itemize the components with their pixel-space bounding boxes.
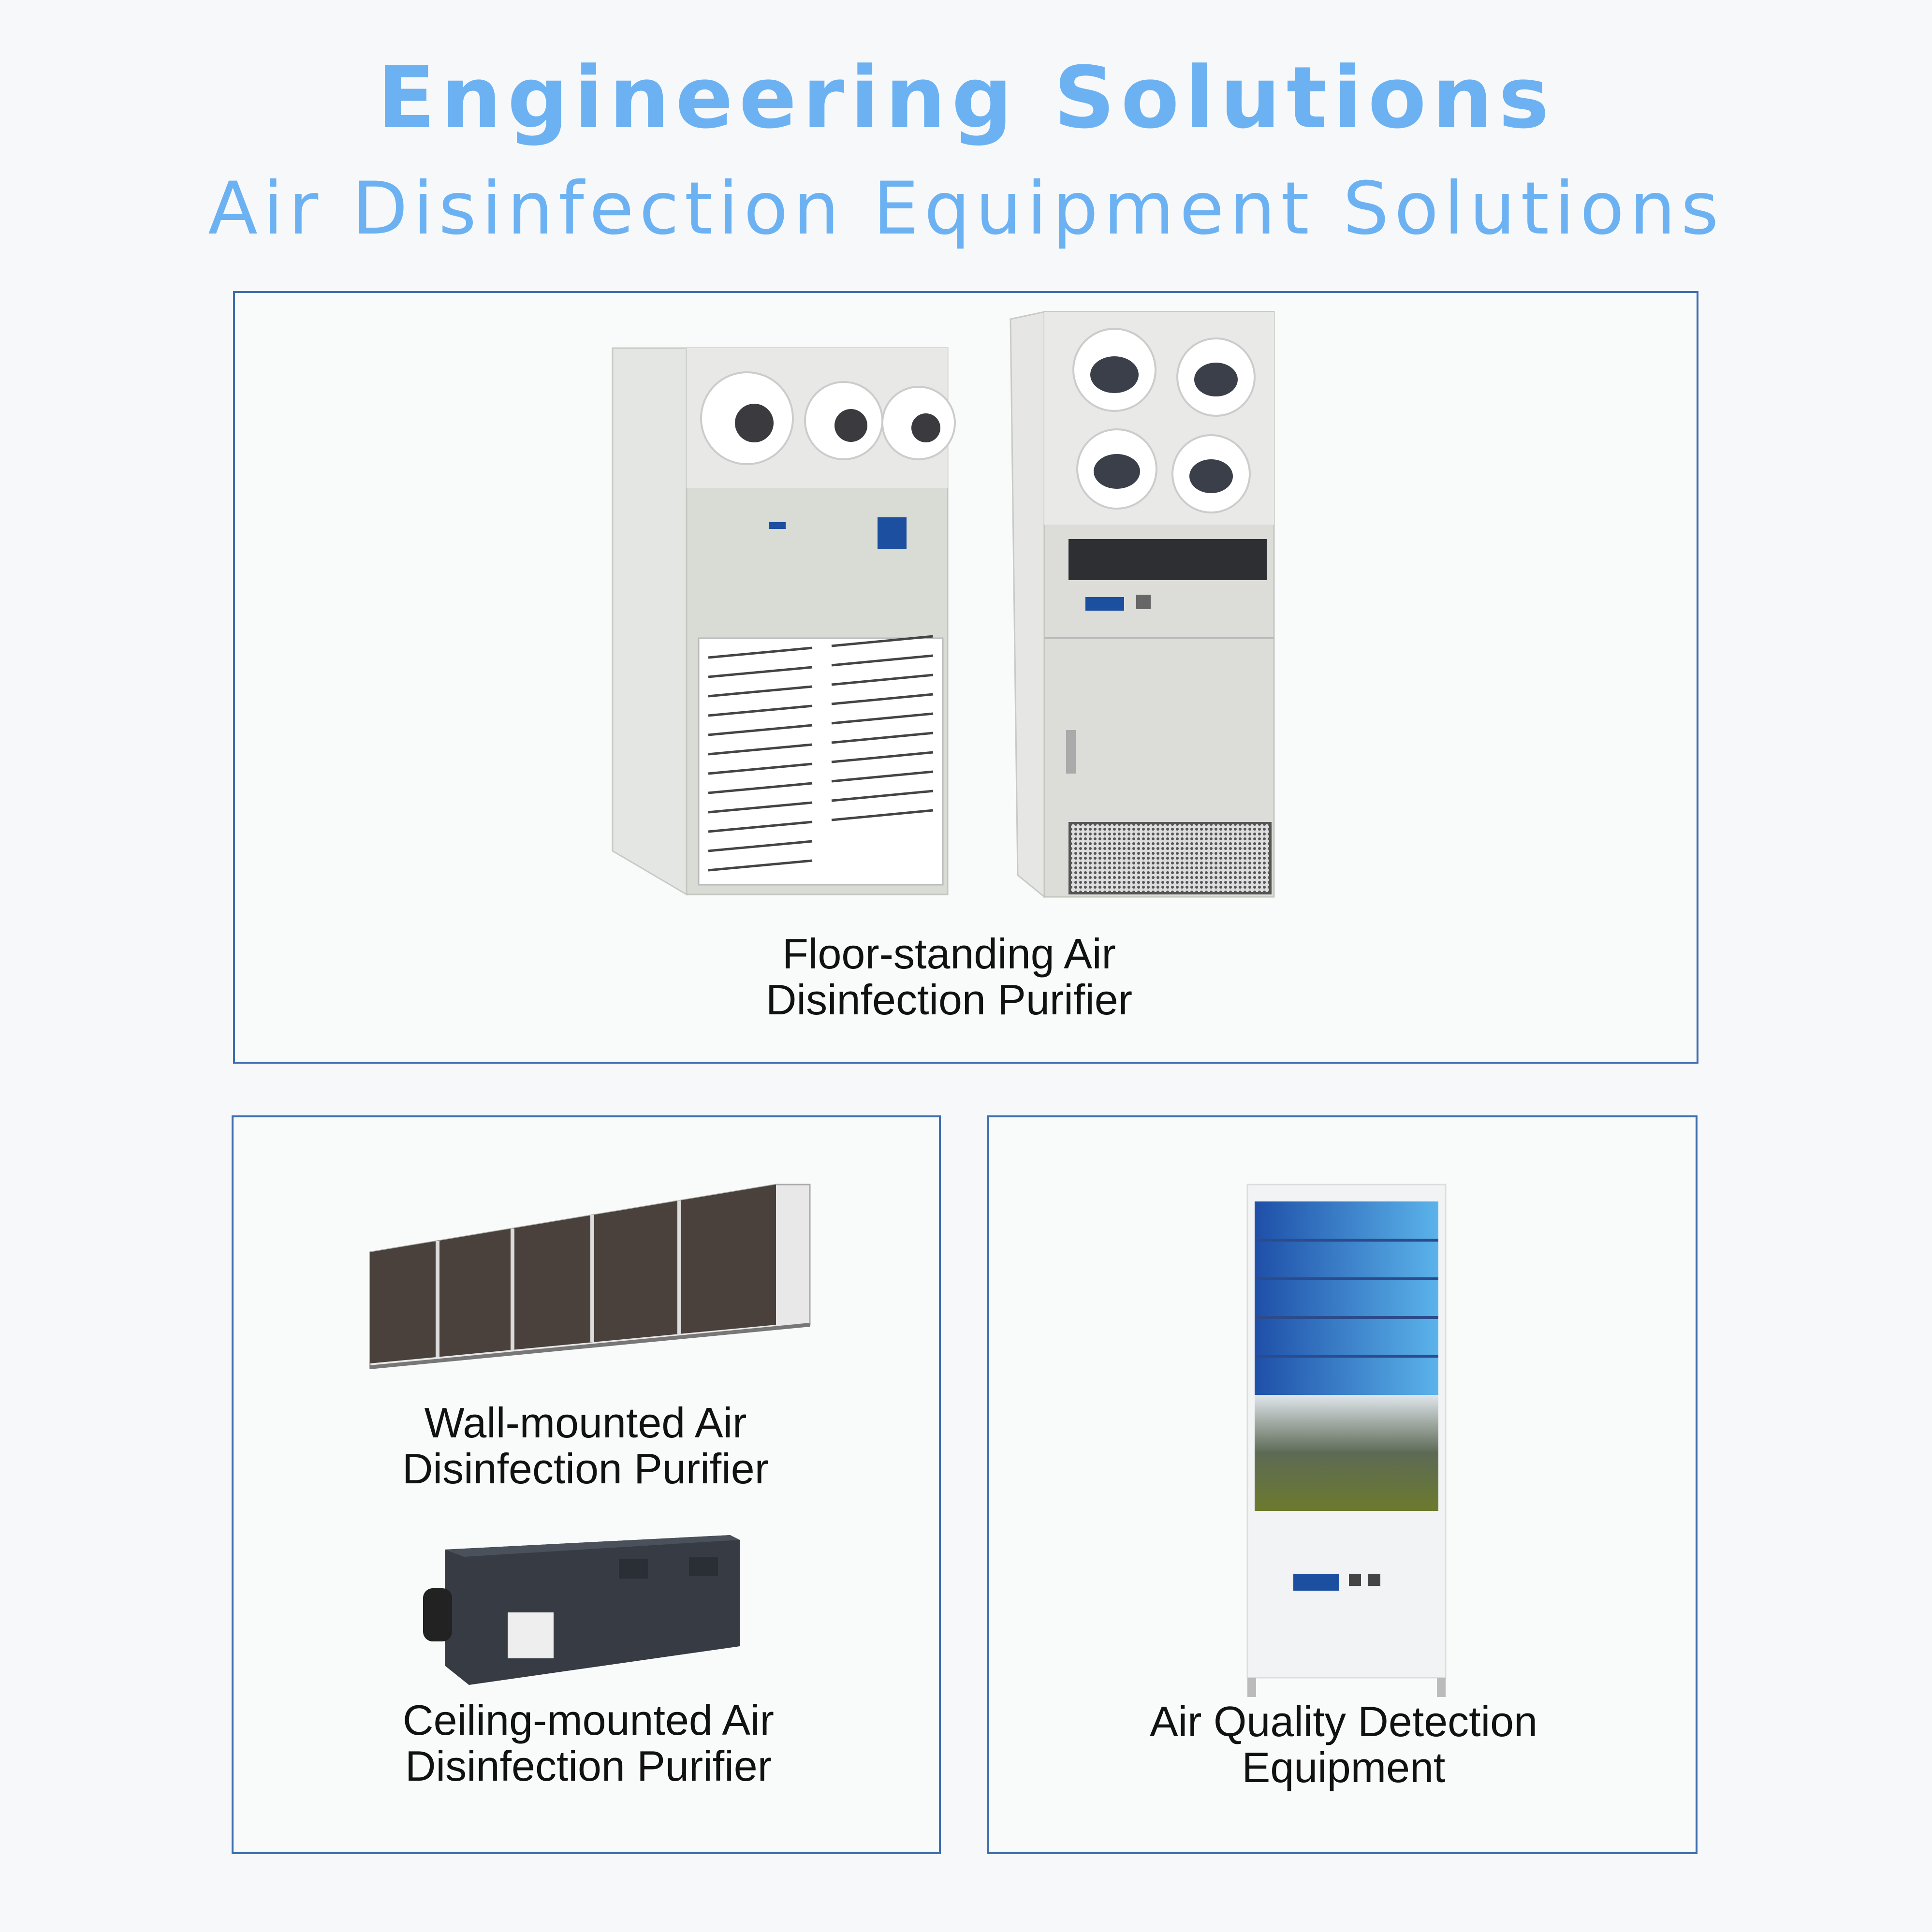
caption-line: Disinfection Purifier: [765, 976, 1133, 1024]
page-subtitle: Air Disinfection Equipment Solutions: [208, 167, 1724, 251]
caption-line: Equipment: [1242, 1743, 1446, 1791]
caption-line: Disinfection Purifier: [402, 1445, 769, 1493]
air-quality-detector-image: [1246, 1184, 1447, 1697]
ceiling-mounted-purifier-image: [423, 1535, 740, 1685]
floor-standing-caption: Floor-standing Air Disinfection Purifier: [611, 931, 1288, 1023]
caption-line: Floor-standing Air: [782, 930, 1116, 978]
caption-line: Air Quality Detection: [1149, 1698, 1538, 1745]
wall-mounted-caption: Wall-mounted Air Disinfection Purifier: [247, 1400, 924, 1492]
ceiling-mounted-caption: Ceiling-mounted Air Disinfection Purifie…: [250, 1697, 927, 1789]
page-title: Engineering Solutions: [377, 48, 1555, 147]
caption-line: Disinfection Purifier: [405, 1742, 772, 1790]
air-quality-caption: Air Quality Detection Equipment: [1005, 1698, 1682, 1790]
floor-standing-panel: [233, 291, 1698, 1064]
caption-line: Ceiling-mounted Air: [403, 1696, 774, 1744]
wall-mounted-purifier-image: [369, 1184, 811, 1369]
caption-line: Wall-mounted Air: [424, 1399, 747, 1447]
floor-standing-purifier-image: [612, 311, 1275, 899]
